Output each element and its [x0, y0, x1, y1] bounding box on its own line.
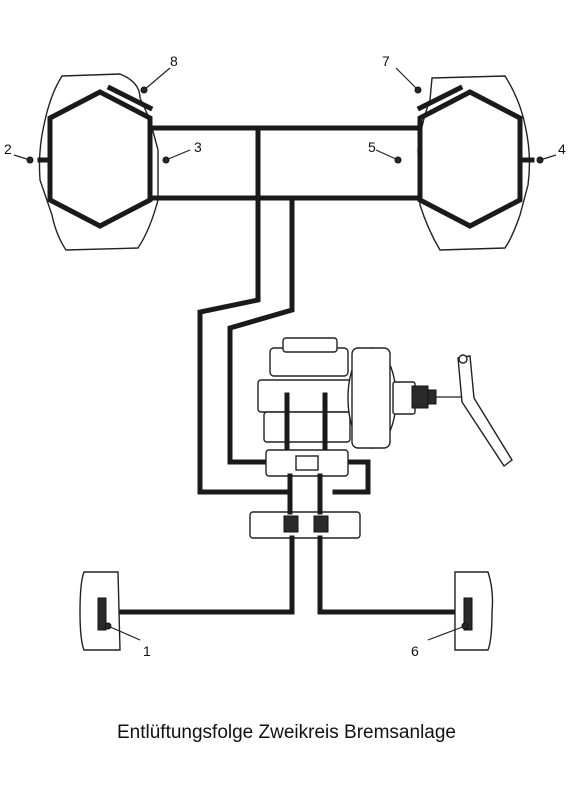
bleed-point-label-3: 3	[194, 139, 202, 155]
bleed-point-label-7: 7	[382, 53, 390, 69]
master-cylinder	[257, 337, 355, 465]
leader-lines	[13, 67, 557, 641]
valve-block	[249, 449, 361, 539]
bleed-point-label-8: 8	[170, 53, 178, 69]
bleed-point-label-1: 1	[143, 643, 151, 659]
rear-right-wheel	[454, 571, 494, 651]
brake-booster	[347, 347, 468, 449]
brake-pedal	[457, 354, 513, 468]
master-cylinder-lines	[197, 195, 371, 495]
front-left-wheel	[37, 73, 159, 251]
front-right-wheel	[417, 75, 535, 251]
rear-brake-lines	[109, 535, 463, 615]
diagram-caption: Entlüftungsfolge Zweikreis Bremsanlage	[116, 722, 456, 743]
bleed-point-label-6: 6	[411, 643, 419, 659]
bleed-point-label-2: 2	[4, 141, 12, 157]
rear-left-wheel	[79, 571, 121, 651]
bleed-point-label-5: 5	[368, 139, 376, 155]
front-brake-lines	[106, 84, 464, 201]
bleed-point-label-4: 4	[558, 141, 566, 157]
brake-system-diagram: 1 2 3 4 5 6 7 8	[4, 53, 566, 659]
